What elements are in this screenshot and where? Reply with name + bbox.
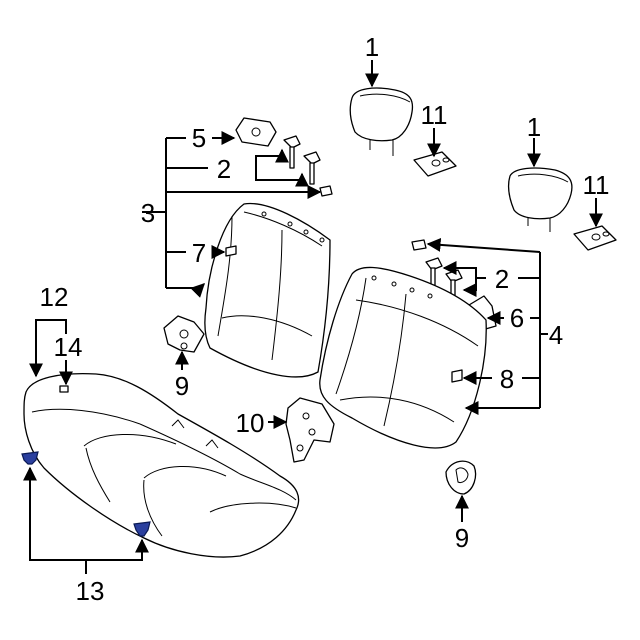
callout-10: 10 — [236, 408, 265, 438]
headrest-guide-right — [573, 225, 617, 251]
leader-lines — [23, 60, 603, 574]
callout-9-left: 9 — [175, 371, 189, 401]
seat-cushion — [23, 372, 300, 558]
callout-9-right: 9 — [455, 523, 469, 553]
callout-5: 5 — [192, 123, 206, 153]
callout-2-right: 2 — [495, 264, 509, 294]
callout-1-right: 1 — [527, 112, 541, 142]
bracket-5 — [235, 117, 277, 147]
callout-12: 12 — [40, 282, 69, 312]
callout-1-upper: 1 — [365, 32, 379, 62]
bolts-left — [283, 135, 333, 197]
headrest-right — [507, 167, 573, 232]
callout-11-upper: 11 — [421, 100, 448, 130]
center-hinge-10 — [285, 397, 335, 463]
callout-13: 13 — [76, 576, 105, 606]
hinge-right-9 — [445, 460, 477, 495]
callout-8: 8 — [500, 364, 514, 394]
callout-11-right: 11 — [583, 170, 610, 200]
latch-8 — [451, 369, 463, 383]
tag-14 — [59, 385, 69, 393]
clip-left-13 — [21, 451, 39, 465]
callout-6: 6 — [510, 303, 524, 333]
callouts: 1 1 2 2 3 4 5 6 7 8 9 9 10 11 11 12 13 1… — [40, 32, 610, 606]
hinge-left-9 — [163, 315, 205, 353]
callout-7: 7 — [192, 238, 206, 268]
seat-back-left — [204, 202, 331, 378]
callout-14: 14 — [54, 332, 83, 362]
callout-2-left: 2 — [217, 154, 231, 184]
clip-right-13 — [133, 521, 151, 537]
latch-7 — [225, 245, 237, 257]
callout-4: 4 — [549, 320, 563, 350]
callout-3: 3 — [141, 198, 155, 228]
seat-back-right — [319, 266, 487, 449]
headrest-upper — [349, 87, 414, 156]
